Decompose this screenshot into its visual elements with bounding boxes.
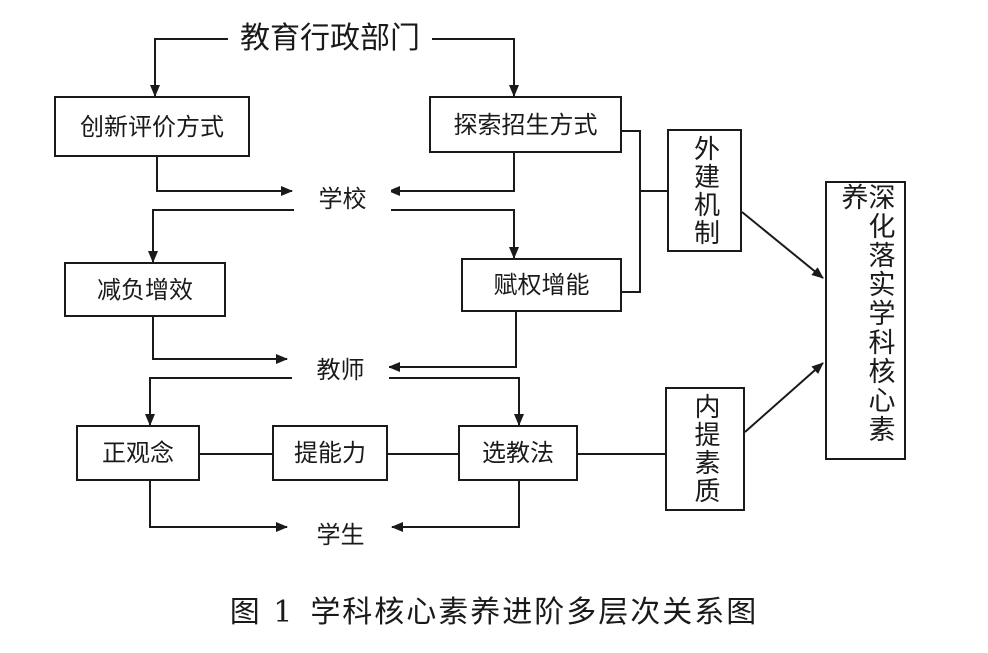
node-explore-enrollment: 探索招生方式 (429, 96, 622, 153)
figure-caption: 图 1 学科核心素养进阶多层次关系图 (0, 598, 988, 628)
bracket-to-external (622, 130, 641, 293)
node-student: 学生 (292, 519, 389, 551)
arrow-top-to-innovate (150, 38, 228, 97)
arrow-innovate-to-school (156, 157, 293, 196)
node-education-department: 教育行政部门 (228, 20, 432, 58)
figure-title: 学科核心素养进阶多层次关系图 (310, 595, 759, 630)
internal-quality-text: 内提素质 (690, 393, 720, 505)
node-choose-method: 选教法 (458, 425, 578, 481)
arrow-external-to-goal (741, 211, 824, 279)
arrow-school-to-empower (391, 209, 519, 259)
arrow-teacher-to-concept (145, 377, 292, 426)
arrow-empower-to-teacher (388, 312, 517, 372)
node-school: 学校 (294, 183, 391, 215)
node-teacher: 教师 (292, 354, 389, 386)
node-innovate-evaluation: 创新评价方式 (54, 96, 250, 157)
arrow-reduce-to-teacher (152, 317, 288, 364)
arrow-teacher-to-method (389, 377, 524, 426)
node-correct-concept: 正观念 (76, 425, 200, 481)
deepen-core-literacy-text: 深化落实学科核心素养 (836, 183, 895, 444)
arrow-concept-to-student (149, 481, 288, 532)
node-internal-quality: 内提素质 (665, 387, 745, 511)
arrow-top-to-explore (432, 38, 519, 97)
figure-number: 图 1 (229, 595, 295, 630)
node-empower: 赋权增能 (461, 258, 622, 312)
node-reduce-burden: 减负增效 (64, 262, 226, 317)
node-deepen-core-literacy: 深化落实学科核心素养 (825, 181, 906, 460)
external-mechanism-text: 外建机制 (689, 134, 720, 247)
node-external-mechanism: 外建机制 (667, 129, 742, 252)
arrow-internal-to-goal (744, 362, 824, 433)
arrow-explore-to-school (388, 153, 515, 196)
node-improve-ability: 提能力 (272, 425, 388, 481)
arrow-method-to-student (391, 481, 520, 532)
arrow-school-to-reduce (148, 209, 294, 263)
